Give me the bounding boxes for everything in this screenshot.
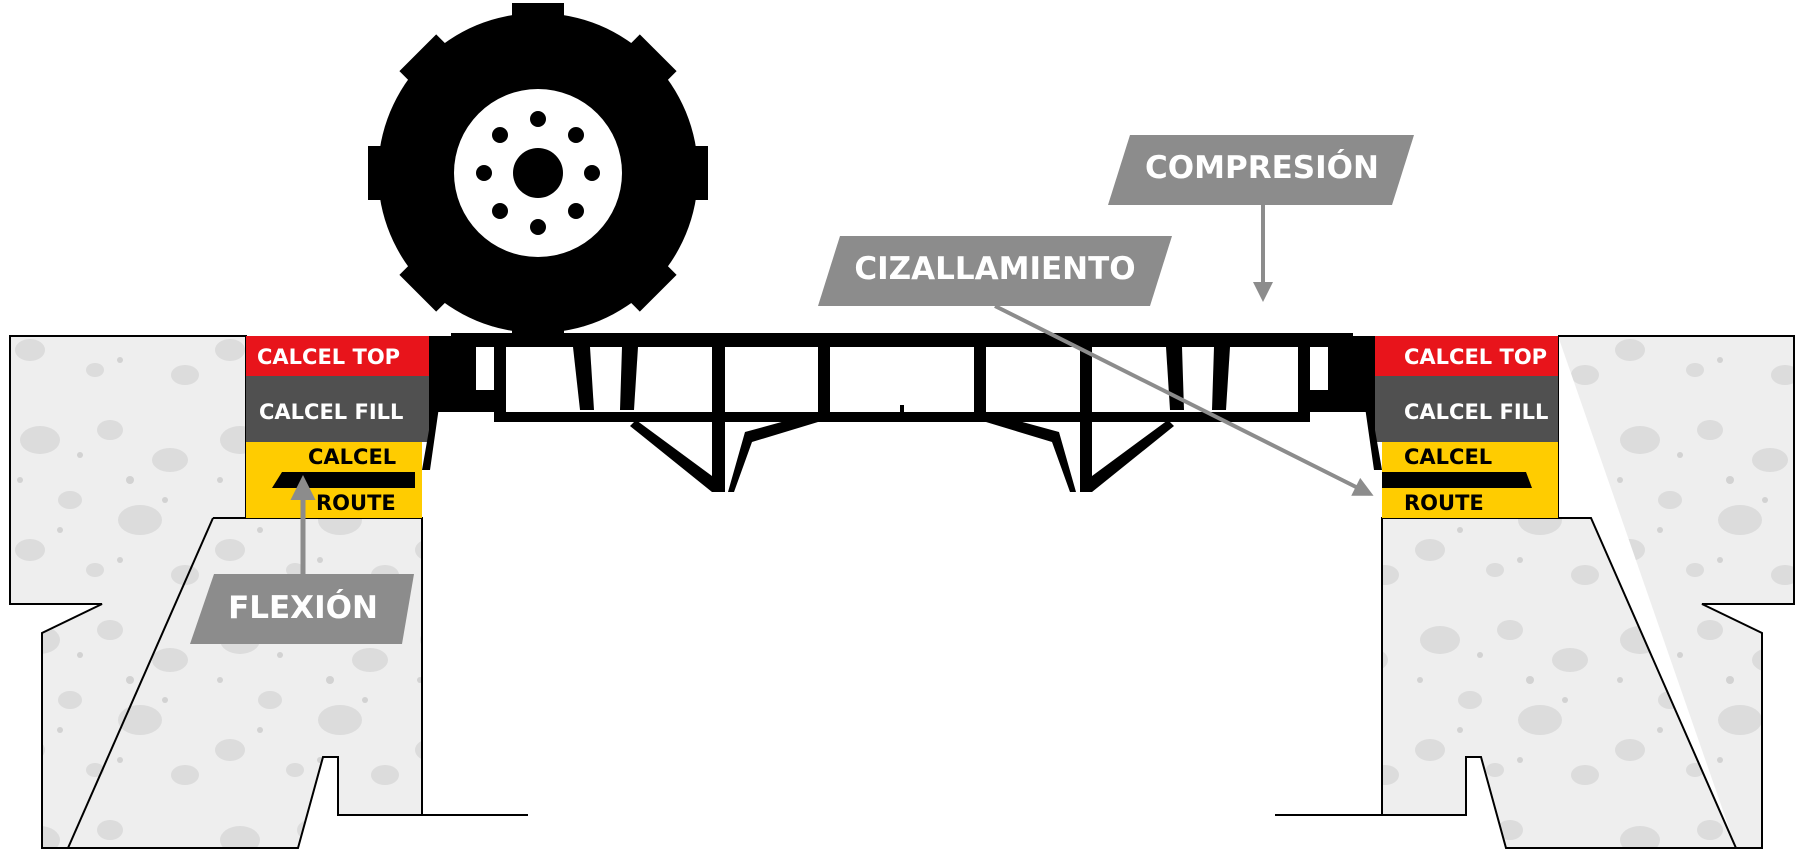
expansion-joint-profile <box>422 333 1382 492</box>
left-route-label: ROUTE <box>316 491 396 515</box>
left-calcel-label: CALCEL <box>308 445 396 469</box>
right-calcel-label: CALCEL <box>1404 445 1492 469</box>
left-calcel-layers: CALCEL TOP CALCEL FILL CALCEL ROUTE <box>246 336 429 518</box>
right-calcel-fill-label: CALCEL FILL <box>1404 400 1548 424</box>
left-calcel-fill-label: CALCEL FILL <box>259 400 403 424</box>
shear-arrow <box>994 304 1374 496</box>
shear-callout: CIZALLAMIENTO <box>818 236 1374 496</box>
shear-label: CIZALLAMIENTO <box>854 251 1135 287</box>
left-calcel-top-layer <box>246 336 429 376</box>
right-calcel-top-layer <box>1375 336 1558 376</box>
left-calcel-top-label: CALCEL TOP <box>257 345 400 369</box>
right-calcel-fill-layer <box>1375 376 1558 442</box>
compression-callout: COMPRESIÓN <box>1108 135 1414 302</box>
compression-label: COMPRESIÓN <box>1145 149 1379 186</box>
right-flexion-plate <box>1382 472 1532 488</box>
left-calcel-fill-layer <box>246 376 429 442</box>
right-route-label: ROUTE <box>1404 491 1484 515</box>
left-flexion-plate <box>272 472 415 488</box>
flexion-callout: FLEXIÓN <box>190 475 414 644</box>
flexion-label: FLEXIÓN <box>228 589 378 626</box>
tire-wheel-icon <box>368 3 708 343</box>
right-calcel-layers: CALCEL TOP CALCEL FILL CALCEL ROUTE <box>1375 336 1558 518</box>
right-calcel-top-label: CALCEL TOP <box>1404 345 1547 369</box>
